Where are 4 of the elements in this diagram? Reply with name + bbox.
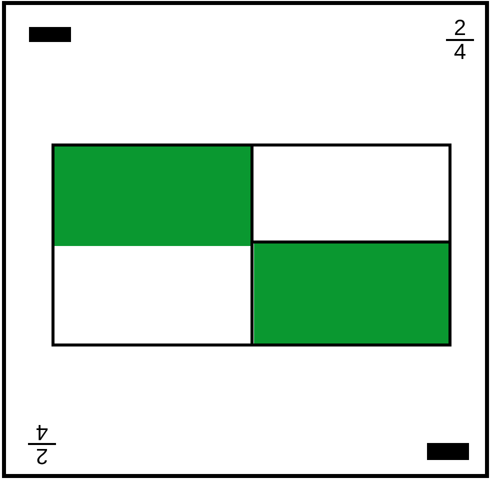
numerator: 2 (452, 18, 468, 38)
numerator: 2 (34, 446, 50, 466)
denominator: 4 (452, 42, 468, 62)
denominator: 4 (34, 422, 50, 442)
